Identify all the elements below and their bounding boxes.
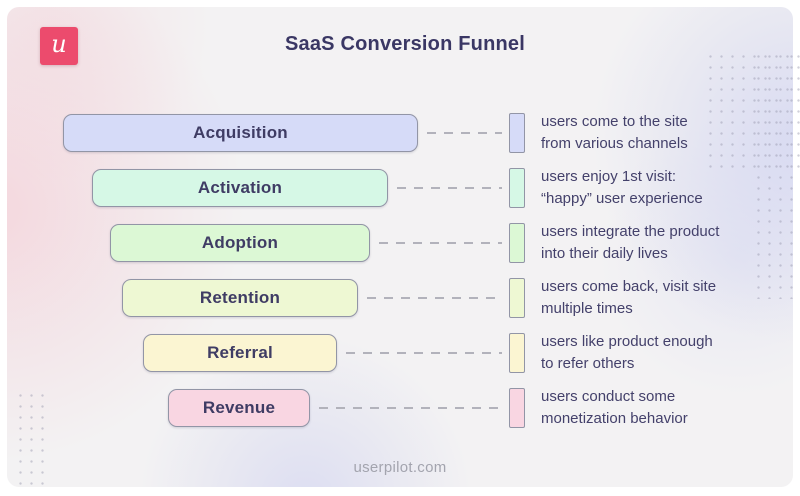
connector-dashed-line xyxy=(397,187,502,189)
legend-swatch xyxy=(509,168,525,208)
footer-watermark: userpilot.com xyxy=(353,459,447,476)
legend-swatch xyxy=(509,278,525,318)
connector-dashed-line xyxy=(379,242,502,244)
connector-dashed-line xyxy=(319,407,502,409)
stage-bar: Adoption xyxy=(110,224,370,262)
stage-bar: Revenue xyxy=(168,389,310,427)
legend-swatch xyxy=(509,333,525,373)
stage-description: users integrate the product into their d… xyxy=(541,223,720,262)
stage-bar-label: Retention xyxy=(199,288,281,307)
funnel-stage-row: Activation users enjoy 1st visit: “happy… xyxy=(0,168,800,208)
stage-bar-label: Revenue xyxy=(202,398,276,417)
stage-description: users come back, visit site multiple tim… xyxy=(541,278,717,317)
connector-dashed-line xyxy=(346,352,502,354)
funnel-stage-row: Acquisition users come to the site from … xyxy=(0,113,800,153)
funnel-stage-row: Revenue users conduct some monetization … xyxy=(0,388,800,428)
legend-swatch xyxy=(509,113,525,153)
stage-description: users conduct some monetization behavior xyxy=(541,388,688,427)
funnel-stage-row: Referral users like product enough to re… xyxy=(0,333,800,373)
connector-dashed-line xyxy=(427,132,502,134)
stage-description: users enjoy 1st visit: “happy” user expe… xyxy=(541,168,703,207)
userpilot-logo: u xyxy=(40,27,78,65)
logo-letter: u xyxy=(51,30,67,58)
legend-swatch xyxy=(509,388,525,428)
stage-bar-label: Acquisition xyxy=(193,123,288,142)
stage-bar-label: Referral xyxy=(207,343,273,362)
connector-dashed-line xyxy=(367,297,502,299)
stage-bar-label: Activation xyxy=(197,178,283,197)
stage-bar-label: Adoption xyxy=(201,233,279,252)
stage-bar: Acquisition xyxy=(63,114,418,152)
stage-description: users like product enough to refer other… xyxy=(541,333,713,372)
stage-bar: Activation xyxy=(92,169,388,207)
funnel-stage-row: Adoption users integrate the product int… xyxy=(0,223,800,263)
stage-bar: Referral xyxy=(143,334,337,372)
stage-bar: Retention xyxy=(122,279,358,317)
stage-description: users come to the site from various chan… xyxy=(541,113,688,152)
page-title: SaaS Conversion Funnel xyxy=(284,33,525,55)
legend-swatch xyxy=(509,223,525,263)
funnel-stage-row: Retention users come back, visit site mu… xyxy=(0,278,800,318)
